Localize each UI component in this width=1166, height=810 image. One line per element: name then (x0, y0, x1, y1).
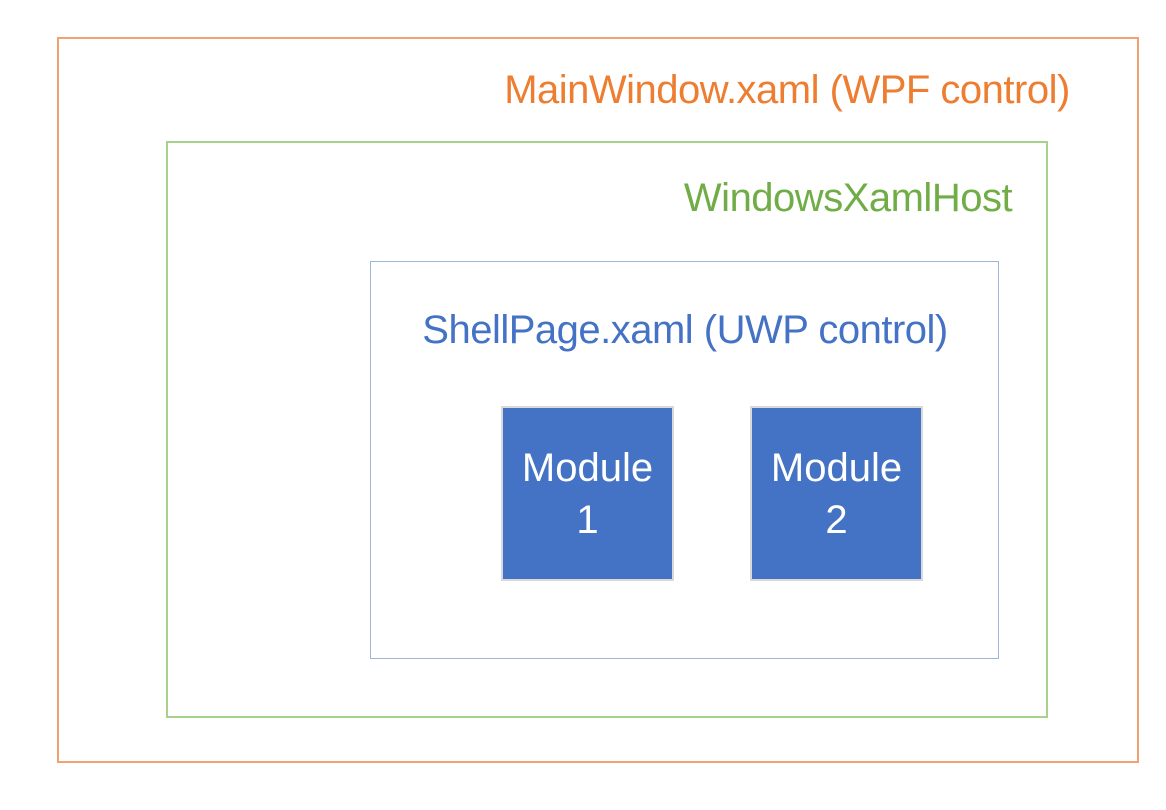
module-1-name: Module (521, 445, 654, 490)
shellpage-uwp-label: ShellPage.xaml (UWP control) (422, 308, 948, 352)
mainwindow-wpf-label: MainWindow.xaml (WPF control) (504, 68, 1070, 112)
shellpage-uwp-box (370, 261, 999, 659)
windowsxamlhost-box (166, 141, 1048, 718)
module-2-box: Module 2 (750, 406, 923, 581)
module-2-number: 2 (825, 497, 848, 542)
module-1-box: Module 1 (501, 406, 674, 581)
module-2-name: Module (770, 445, 903, 490)
module-1-number: 1 (576, 497, 599, 542)
windowsxamlhost-label: WindowsXamlHost (683, 176, 1013, 220)
mainwindow-wpf-box (57, 37, 1139, 763)
